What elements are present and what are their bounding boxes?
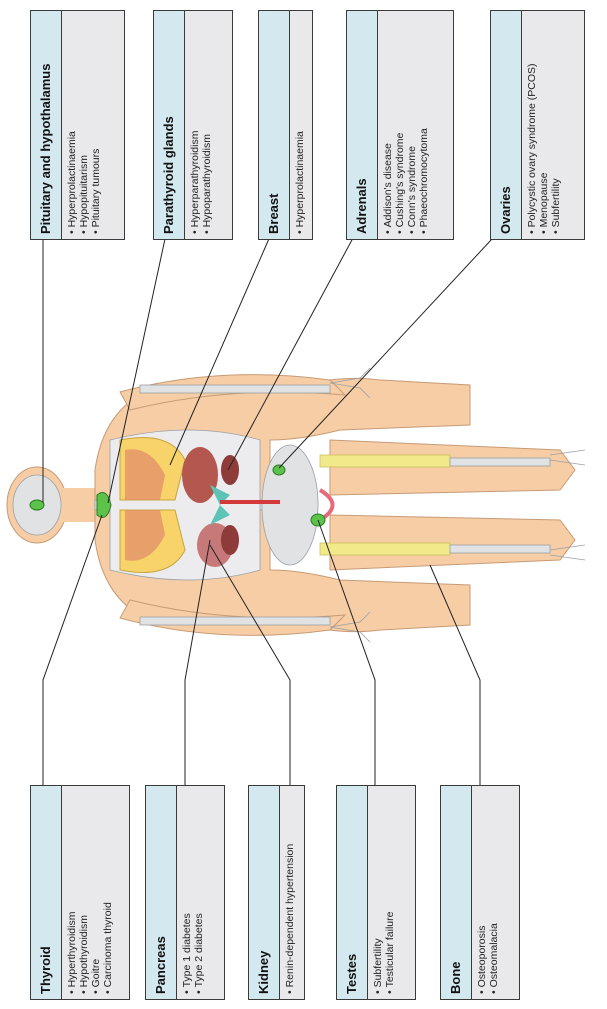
list-item: Hyperparathyroidism (189, 16, 201, 234)
list-item: Hyperprolactinaemia (294, 16, 306, 234)
label-title: Thyroid (31, 786, 62, 999)
label-breast: Breast Hyperprolactinaemia (258, 10, 313, 240)
label-list: Subfertility Testicular failure (368, 786, 396, 999)
label-list: Hyperparathyroidism Hypoparathyroidism (185, 11, 213, 239)
list-item: Cushing's syndrome (394, 16, 406, 234)
label-list: Hyperprolactinaemia Hypopituitarism Pitu… (62, 11, 102, 239)
list-item: Subfertility (372, 791, 384, 994)
label-title: Testes (337, 786, 368, 999)
label-adrenals: Adrenals Addison's disease Cushing's syn… (346, 10, 454, 240)
label-testes: Testes Subfertility Testicular failure (336, 785, 416, 1000)
label-title: Adrenals (347, 11, 378, 239)
label-kidney: Kidney Renin-dependent hypertension (248, 785, 305, 1000)
label-thyroid: Thyroid Hyperthyroidism Hypothyroidism G… (30, 785, 130, 1000)
label-pituitary: Pituitary and hypothalamus Hyperprolacti… (30, 10, 125, 240)
list-item: Hypopituitarism (78, 16, 90, 234)
label-list: Type 1 diabetes Type 2 diabetes (177, 786, 205, 999)
list-item: Hyperprolactinaemia (66, 16, 78, 234)
label-title: Breast (259, 11, 290, 239)
list-item: Pituitary tumours (90, 16, 102, 234)
list-item: Hypoparathyroidism (201, 16, 213, 234)
list-item: Osteomalacia (488, 791, 500, 994)
list-item: Subfertility (550, 16, 562, 234)
label-list: Hyperthyroidism Hypothyroidism Goitre Ca… (62, 786, 114, 999)
label-pancreas: Pancreas Type 1 diabetes Type 2 diabetes (145, 785, 225, 1000)
list-item: Conn's syndrome (406, 16, 418, 234)
list-item: Addison's disease (382, 16, 394, 234)
label-parathyroid: Parathyroid glands Hyperparathyroidism H… (153, 10, 233, 240)
list-item: Testicular failure (384, 791, 396, 994)
list-item: Menopause (538, 16, 550, 234)
list-item: Renin-dependent hypertension (284, 791, 296, 994)
list-item: Hyperthyroidism (66, 791, 78, 994)
label-title: Parathyroid glands (154, 11, 185, 239)
label-list: Hyperprolactinaemia (290, 11, 306, 239)
label-bone: Bone Osteoporosis Osteomalacia (440, 785, 520, 1000)
list-item: Phaeochromocytoma (418, 16, 430, 234)
label-title: Pancreas (146, 786, 177, 999)
list-item: Carcinoma thyroid (102, 791, 114, 994)
label-ovaries: Ovaries Polycystic ovary syndrome (PCOS)… (490, 10, 585, 240)
label-title: Bone (441, 786, 472, 999)
list-item: Osteoporosis (476, 791, 488, 994)
label-title: Ovaries (491, 11, 522, 239)
label-title: Pituitary and hypothalamus (31, 11, 62, 239)
list-item: Hypothyroidism (78, 791, 90, 994)
label-list: Renin-dependent hypertension (280, 786, 296, 999)
list-item: Type 2 diabetes (193, 791, 205, 994)
label-list: Addison's disease Cushing's syndrome Con… (378, 11, 430, 239)
label-list: Osteoporosis Osteomalacia (472, 786, 500, 999)
list-item: Polycystic ovary syndrome (PCOS) (526, 16, 538, 234)
list-item: Goitre (90, 791, 102, 994)
list-item: Type 1 diabetes (181, 791, 193, 994)
label-list: Polycystic ovary syndrome (PCOS) Menopau… (522, 11, 562, 239)
label-title: Kidney (249, 786, 280, 999)
